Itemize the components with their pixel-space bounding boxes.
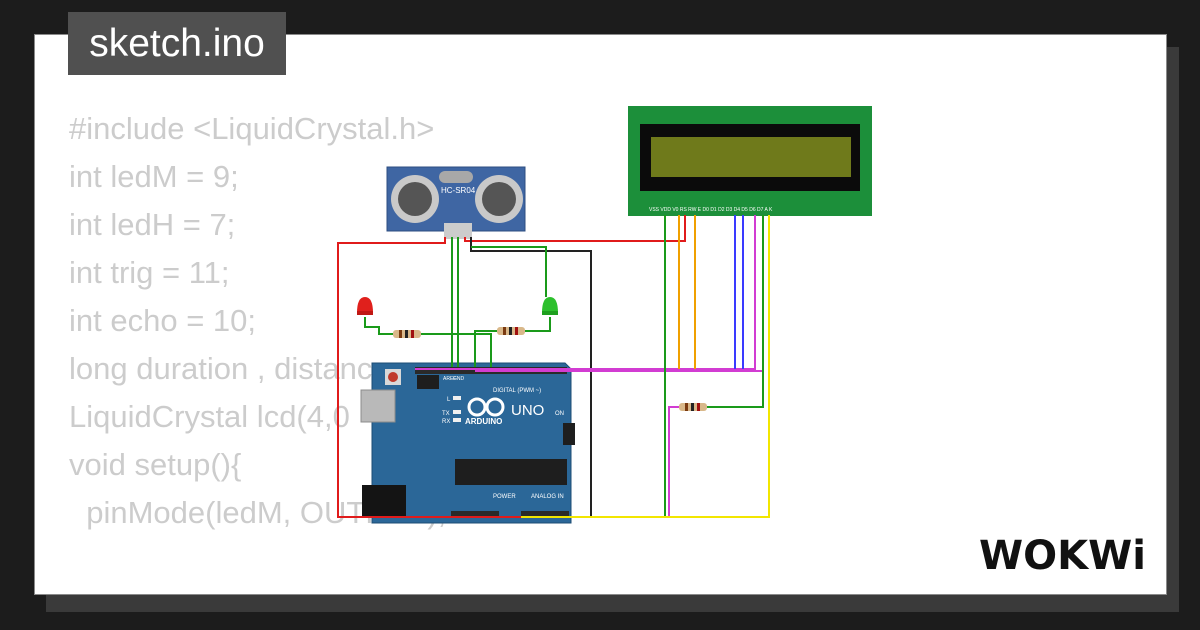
wire-red-lcd (464, 215, 686, 242)
wires (337, 215, 770, 518)
project-preview-card[interactable]: #include <LiquidCrystal.h> int ledM = 9; i… (34, 34, 1167, 595)
analog-label: ANALOG IN (531, 494, 564, 500)
icsp2-header (563, 423, 575, 445)
reset-button-cap (388, 372, 398, 382)
crystal (439, 171, 473, 183)
wire-green-led-res (525, 317, 551, 332)
circuit-diagram: UNO ARDUINO DIGITAL (PWM ~) ANALOG IN PO… (337, 106, 872, 524)
power-label: POWER (493, 494, 516, 500)
green-led[interactable] (542, 297, 558, 315)
code-line: int echo = 10; (69, 303, 256, 338)
board-brand: ARDUINO (465, 417, 502, 426)
arduino-logo-icon (467, 397, 505, 417)
usb-port (360, 389, 396, 423)
wire-res2 (474, 330, 497, 367)
resistor-1 (393, 330, 421, 338)
tx-label: TX (442, 411, 450, 417)
code-line: #include <LiquidCrystal.h> (69, 111, 435, 146)
file-tab[interactable]: sketch.ino (68, 12, 286, 75)
resistor-3 (679, 403, 707, 411)
code-line: int trig = 11; (69, 255, 230, 290)
sensor-label: HC-SR04 (441, 186, 476, 195)
digital-label: DIGITAL (PWM ~) (493, 388, 541, 394)
resistor-2 (497, 327, 525, 335)
gnd-label: GND (453, 376, 465, 382)
led-rx-indicator (453, 418, 461, 422)
wire-vcc-red (337, 237, 685, 518)
ultrasonic-sensor[interactable]: HC-SR04 (386, 166, 526, 239)
atmega-chip (455, 459, 567, 485)
code-line: void setup(){ (69, 447, 242, 482)
analog-header (521, 511, 569, 518)
arduino-uno-board[interactable]: UNO ARDUINO DIGITAL (PWM ~) ANALOG IN PO… (360, 362, 575, 524)
code-line: int ledM = 9; (69, 159, 239, 194)
sensor-pin-header (444, 223, 472, 239)
power-header (451, 511, 499, 518)
lcd-pin-labels: VSS VDD V0 RS RW E D0 D1 D2 D3 D4 D5 D6 … (649, 207, 773, 213)
code-preview: #include <LiquidCrystal.h> int ledM = 9; i… (69, 105, 446, 537)
led-l-indicator (453, 396, 461, 400)
wire-red-led (364, 317, 393, 335)
lcd-display[interactable]: VSS VDD V0 RS RW E D0 D1 D2 D3 D4 D5 D6 … (628, 106, 872, 216)
code-line: LiquidCrystal lcd(4,0 (69, 399, 350, 434)
wire-green-res3 (707, 215, 764, 408)
aref-label: AREF (443, 376, 456, 382)
wokwi-logo: WOKWi (979, 533, 1146, 579)
code-line: int ledH = 7; (69, 207, 236, 242)
wokwi-logo-text: WOKWi (979, 533, 1146, 579)
on-label: ON (555, 411, 564, 417)
rx-label: RX (442, 419, 450, 425)
wire-gnd-black (470, 237, 592, 517)
wire-yellow (521, 215, 770, 518)
power-jack (362, 485, 406, 517)
led-tx-indicator (453, 410, 461, 414)
red-led[interactable] (357, 297, 373, 315)
wire-magenta-res (668, 406, 679, 517)
board-model: UNO (511, 402, 544, 419)
wire-magenta-1 (415, 215, 756, 370)
wire-res1 (421, 333, 492, 367)
l-label: L (447, 397, 451, 403)
wire-magenta-2 (475, 215, 764, 372)
wire-green-led (471, 246, 547, 297)
icsp-header (417, 375, 439, 389)
